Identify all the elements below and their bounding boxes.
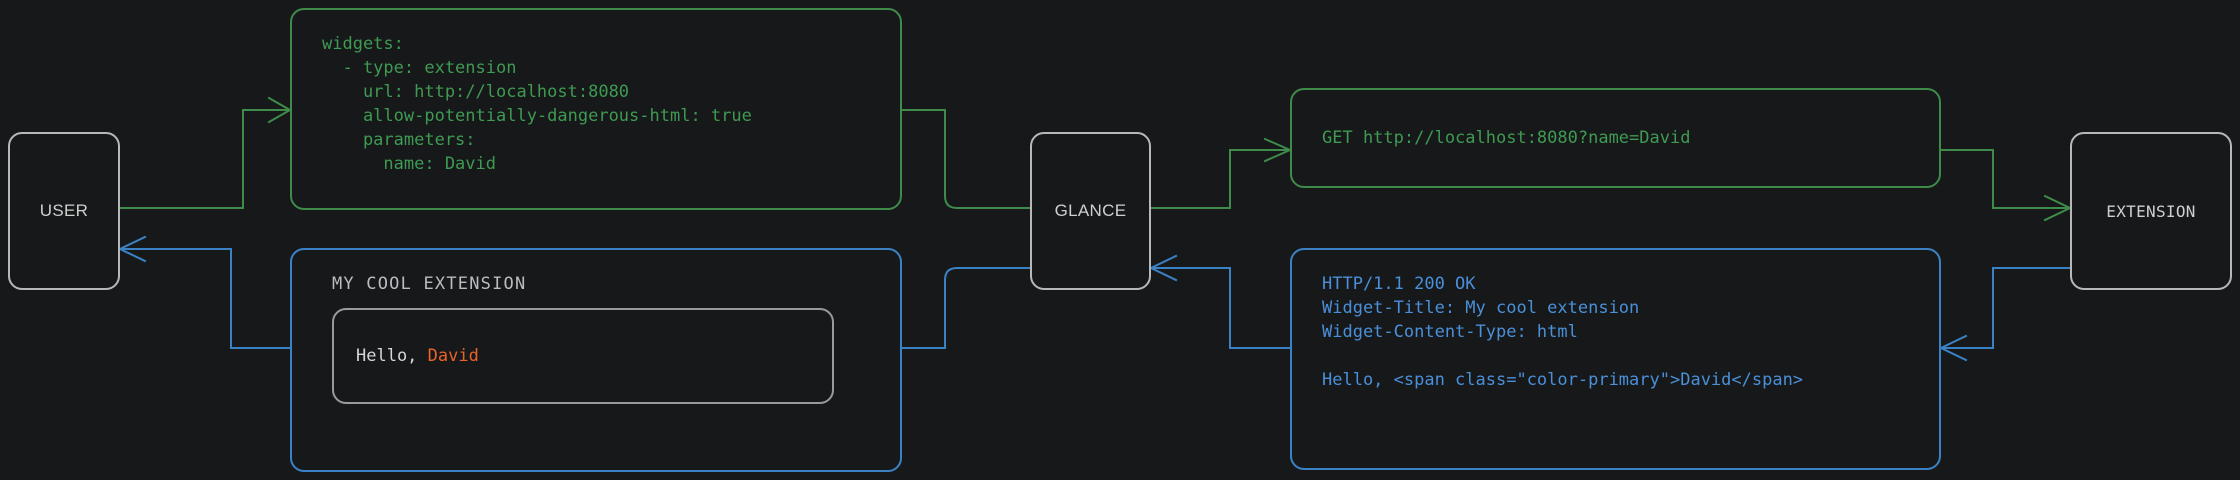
widget-preview-card: Hello, David: [332, 308, 834, 404]
widget-greeting: Hello, David: [356, 346, 479, 366]
node-user-label: USER: [39, 201, 89, 220]
wire-widget-to-user: [117, 235, 290, 349]
wire-user-to-config: [119, 96, 293, 209]
wire-response-to-glance: [1148, 254, 1290, 349]
node-glance[interactable]: GLANCE: [1030, 132, 1151, 290]
widget-greeting-prefix: Hello,: [356, 346, 428, 366]
node-user[interactable]: USER: [8, 132, 120, 290]
wire-config-to-glance: [900, 109, 1030, 209]
config-yaml-text: widgets: - type: extension url: http://l…: [322, 34, 752, 174]
http-request-block: GET http://localhost:8080?name=David: [1290, 88, 1941, 188]
wire-glance-to-request: [1150, 137, 1293, 209]
http-response-text: HTTP/1.1 200 OK Widget-Title: My cool ex…: [1322, 274, 1804, 390]
config-yaml-block: widgets: - type: extension url: http://l…: [290, 8, 902, 210]
node-glance-label: GLANCE: [1054, 201, 1127, 220]
http-response-block: HTTP/1.1 200 OK Widget-Title: My cool ex…: [1290, 248, 1941, 470]
node-extension-label: EXTENSION: [2106, 201, 2196, 221]
node-extension[interactable]: EXTENSION: [2070, 132, 2232, 290]
wire-extension-to-response: [1938, 267, 2070, 362]
http-request-text: GET http://localhost:8080?name=David: [1322, 128, 1691, 148]
widget-preview-block: MY COOL EXTENSION Hello, David: [290, 248, 902, 472]
wire-request-to-extension: [1940, 149, 2073, 222]
widget-preview-title: MY COOL EXTENSION: [332, 274, 527, 294]
widget-greeting-name: David: [427, 346, 479, 366]
wire-glance-to-widget: [900, 267, 1030, 349]
